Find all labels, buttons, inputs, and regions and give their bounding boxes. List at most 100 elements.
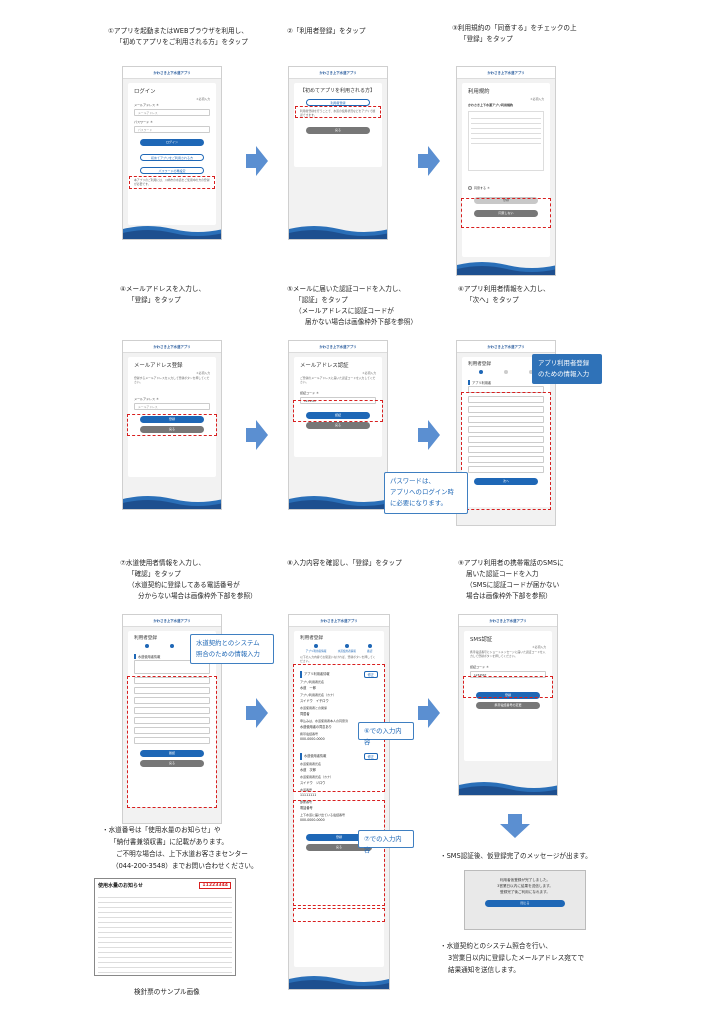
step-marker <box>169 644 174 649</box>
kana-value: スイドウ イチロウ <box>300 699 329 703</box>
note-line: （044-200-3548）までお問い合わせください。 <box>112 862 258 870</box>
caption-line: （SMSに認証コードが届かない <box>466 581 560 589</box>
form-input[interactable] <box>134 717 210 724</box>
consent-value: 水道使用者の同意あり <box>300 725 332 729</box>
water-kana-label: 水道使用者氏名（カナ） <box>300 775 334 779</box>
slip-line <box>98 959 232 963</box>
verify-label: 認証コード ＊ <box>300 391 319 395</box>
form-input[interactable] <box>134 660 210 674</box>
step-marker <box>144 644 149 649</box>
back-button[interactable]: 戻る <box>140 760 204 767</box>
edit-user-button[interactable]: 修正 <box>363 671 378 678</box>
confirm-register-button[interactable]: 登録 <box>306 834 372 841</box>
note-line: ・水道契約とのシステム照合を行い、 <box>440 942 552 950</box>
terms-scroll-box[interactable] <box>468 111 544 171</box>
caption-line: 届かない場合は画像枠外下部を参照） <box>305 318 418 326</box>
sms-code-input[interactable]: 1234567 <box>470 671 546 678</box>
verify-button[interactable]: 認証 <box>306 412 370 419</box>
highlight-register-button <box>293 908 385 922</box>
agree-label: 同意する ＊ <box>474 186 490 190</box>
water-name-label: 水道使用者氏名 <box>300 762 322 766</box>
caption-line: ③利用規約の「同意する」をチェックの上 <box>452 24 577 32</box>
wave-decoration <box>457 262 555 275</box>
water-no-label: 水道番号 <box>300 788 313 792</box>
caption-line: 届いた認証コードを入力 <box>466 570 539 578</box>
slip-line <box>98 944 232 948</box>
form-input[interactable] <box>468 456 544 463</box>
back-button[interactable]: 戻る <box>306 844 372 851</box>
section-title: 水道使用者情報 <box>134 654 210 659</box>
form-input[interactable] <box>134 707 210 714</box>
form-input[interactable] <box>134 677 210 684</box>
note-line: 「納付書兼領収書」に記載があります。 <box>110 838 229 846</box>
phone-sms-verify: かわさき上下水道アプリ SMS認証 ＊必須入力 携帯電話番号にショートメッセージ… <box>458 614 558 796</box>
form-input[interactable] <box>468 416 544 423</box>
next-button[interactable]: 次へ <box>474 478 538 485</box>
back-button[interactable]: 戻る <box>140 426 204 433</box>
sms-register-button[interactable]: 登録 <box>476 692 540 699</box>
form-input[interactable] <box>134 697 210 704</box>
form-input[interactable] <box>468 426 544 433</box>
slip-line <box>98 904 232 908</box>
callout-from6: ⑥での入力内容 <box>358 722 414 746</box>
step-marker: 確認 <box>367 644 372 653</box>
back-button[interactable]: 戻る <box>306 127 370 134</box>
step-label: 水道使用者情報 <box>337 650 356 653</box>
verify-card: メールアドレス認証 ＊必須入力 ご登録のメールアドレスに届いた認証コードを入力し… <box>294 357 382 457</box>
edit-water-button[interactable]: 修正 <box>363 753 378 760</box>
back-button[interactable]: 戻る <box>306 422 370 429</box>
app-bar: かわさき上下水道アプリ <box>289 67 387 79</box>
mail-card: メールアドレス登録 ＊必須入力 登録するメールアドレスを入力して登録ボタンを押し… <box>128 357 216 477</box>
note-water-number: ・水道番号は「使用水量のお知らせ」や 「納付書兼領収書」に記載があります。 ご不… <box>102 824 258 872</box>
agree-checkbox[interactable]: 同意する ＊ <box>462 185 550 191</box>
change-tel-button[interactable]: 携帯電話番号の変更 <box>476 702 540 709</box>
arrow-right-icon <box>418 420 440 450</box>
password-reset-button[interactable]: パスワードの再設定 <box>140 167 204 174</box>
water-tel-label: 上下水道に届け出ている電話番号 <box>300 813 346 817</box>
form-input[interactable] <box>134 737 210 744</box>
first-card: 【初めてアプリを利用される方】 利用者登録 利用者登録を行うことで、水道の使用状… <box>294 83 382 167</box>
form-input[interactable] <box>468 436 544 443</box>
mail-register-button[interactable]: 登録 <box>140 416 204 423</box>
password-input[interactable]: パスワード <box>134 126 210 133</box>
confirm-button[interactable]: 確認 <box>140 750 204 757</box>
email-input[interactable]: メールアドレス <box>134 109 210 116</box>
slip-line <box>98 929 232 933</box>
sms-label: 認証コード ＊ <box>470 665 489 669</box>
form-input[interactable] <box>468 396 544 403</box>
caption-line: ⑤メールに届いた認証コードを入力し、 <box>287 285 406 293</box>
app-bar: かわさき上下水道アプリ <box>123 615 221 627</box>
first-text: 利用者登録を行うことで、水道の使用状況などをアプリで確認できます。 <box>300 109 376 117</box>
disagree-button[interactable]: 同意しない <box>474 210 538 217</box>
form-input[interactable] <box>134 727 210 734</box>
relation-label: 水道使用者との関係 <box>300 706 327 710</box>
step-marker <box>503 370 508 375</box>
callout-line: のための情報入力 <box>538 370 590 378</box>
step-marker <box>529 370 534 375</box>
close-button[interactable]: 閉じる <box>485 900 565 907</box>
caption-step6: ⑥アプリ利用者情報を入力し、 「次へ」をタップ <box>458 284 550 306</box>
form-input[interactable] <box>468 406 544 413</box>
highlight-verify-code <box>293 400 383 422</box>
caption-line: （水道契約に登録してある電話番号が <box>128 581 240 589</box>
arrow-right-icon <box>246 420 268 450</box>
form-input[interactable] <box>134 687 210 694</box>
arrow-right-icon <box>418 698 440 728</box>
note-line: 3営業日以内に登録したメールアドレス宛てで <box>448 954 585 962</box>
login-note: 本アプリのご利用には、川崎市の水道をご使用中の方の登録が必要です。 <box>134 178 210 186</box>
first-time-button[interactable]: 初めてアプリをご利用される方 <box>140 154 204 161</box>
mail-input[interactable]: メールアドレス <box>134 403 210 410</box>
form-input[interactable] <box>468 446 544 453</box>
terms-register-button[interactable]: 登録 <box>474 197 538 204</box>
category-label: 部屋番号 <box>300 800 313 804</box>
login-button[interactable]: ログイン <box>140 139 204 146</box>
user-register-button[interactable]: 利用者登録 <box>306 99 370 106</box>
wave-decoration <box>289 496 387 509</box>
form-input[interactable] <box>468 466 544 473</box>
slip-line <box>98 909 232 913</box>
callout-line: アプリ利用者登録 <box>538 359 590 367</box>
confirm-title: 利用者登録 <box>300 636 323 641</box>
note-line: ご不明な場合は、上下水道お客さまセンター <box>116 850 248 858</box>
verify-title: メールアドレス認証 <box>300 363 349 369</box>
caption-step3: ③利用規約の「同意する」をチェックの上 「登録」をタップ <box>452 23 577 45</box>
